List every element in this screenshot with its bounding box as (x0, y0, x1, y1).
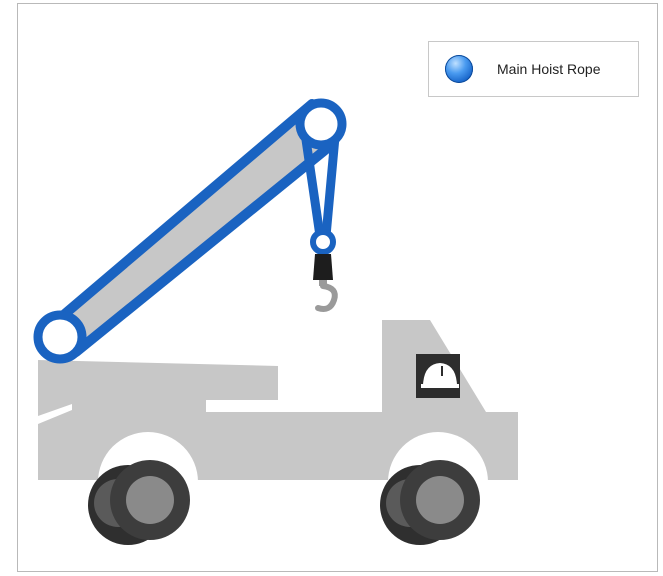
boom-tip-sheave (300, 103, 342, 145)
hook-block-sheave (313, 232, 333, 252)
blue-sphere-icon (445, 55, 473, 83)
legend-label-main-hoist-rope: Main Hoist Rope (497, 61, 601, 77)
legend: Main Hoist Rope (428, 41, 639, 97)
crane-hook (313, 254, 335, 309)
boom-foot-sheave (38, 315, 82, 359)
hard-hat-icon (416, 354, 460, 398)
